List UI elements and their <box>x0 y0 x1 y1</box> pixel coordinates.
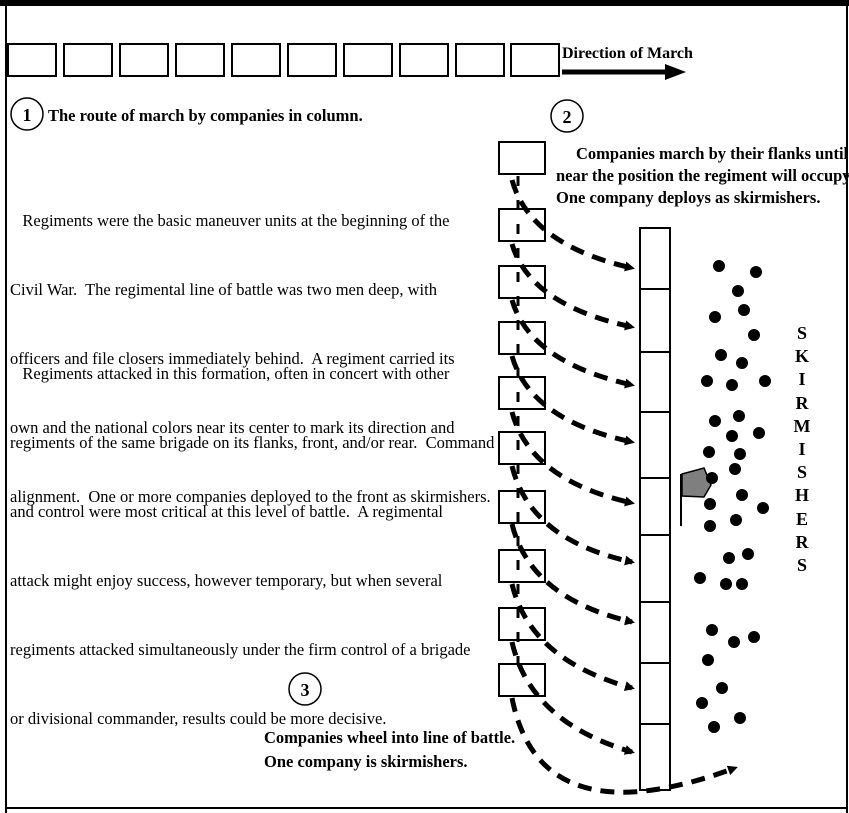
left-border <box>5 0 7 813</box>
skirmishers-letter: E <box>795 508 808 529</box>
step-3-caption-line-1: Companies wheel into line of battle. <box>264 728 516 747</box>
direction-arrow <box>562 64 686 80</box>
skirmishers-letter: K <box>794 346 809 367</box>
paragraph-line: officers and file closers immediately be… <box>10 349 455 368</box>
skirmishers-letter: S <box>796 462 807 483</box>
paragraph-line: regiments of the same brigade on its fla… <box>10 433 495 452</box>
company-box <box>498 208 546 242</box>
company-box <box>498 431 546 465</box>
skirmishers-letter: S <box>796 555 807 576</box>
company-box <box>498 141 546 175</box>
paragraph-line: Regiments were the basic maneuver units … <box>10 211 450 230</box>
paragraph-1: Regiments were the basic maneuver units … <box>10 163 491 554</box>
step-1-number: 1 <box>23 105 32 125</box>
company-box <box>455 43 505 77</box>
paragraph-line: or divisional commander, results could b… <box>10 709 387 728</box>
company-box <box>63 43 113 77</box>
bottom-border <box>5 807 848 809</box>
skirmishers-letter: H <box>794 485 809 506</box>
company-column <box>7 43 560 77</box>
step-2-caption-line-1: Companies march by their flanks until <box>576 144 849 163</box>
flank-column <box>498 141 546 697</box>
skirmishers-letter: M <box>793 415 811 436</box>
company-box <box>231 43 281 77</box>
right-border <box>846 0 848 813</box>
paragraph-line: own and the national colors near its cen… <box>10 418 455 437</box>
company-box <box>7 43 57 77</box>
company-box <box>343 43 393 77</box>
company-box <box>175 43 225 77</box>
paragraph-2: Regiments attacked in this formation, of… <box>10 316 494 776</box>
paragraph-line: Regiments attacked in this formation, of… <box>10 364 450 383</box>
direction-label: Direction of March <box>562 45 693 62</box>
company-box <box>287 43 337 77</box>
paragraph-line: attack might enjoy success, however temp… <box>10 571 443 590</box>
skirmishers-letter: S <box>796 323 807 343</box>
step-2-number: 2 <box>563 107 572 127</box>
company-box <box>510 43 560 77</box>
flag-icon <box>680 467 712 526</box>
step-3-caption-line-2: One company is skirmishers. <box>264 752 468 771</box>
step-2-caption-line-2: near the position the regiment will occu… <box>556 166 849 185</box>
wheel-arrows <box>509 179 738 795</box>
company-box <box>119 43 169 77</box>
step-1-caption: The route of march by companies in colum… <box>48 106 363 125</box>
skirmisher-dots <box>694 260 771 733</box>
skirmishers-label: S K I R M I S H E R S <box>790 322 814 577</box>
company-box <box>498 663 546 697</box>
paragraph-line: alignment. One or more companies deploye… <box>10 487 491 506</box>
top-border <box>0 0 849 6</box>
skirmishers-letter: R <box>795 531 809 552</box>
step-3-number: 3 <box>301 680 310 700</box>
company-box <box>399 43 449 77</box>
paragraph-line: Civil War. The regimental line of battle… <box>10 280 437 299</box>
step-2-circle <box>550 99 584 133</box>
skirmishers-letter: I <box>798 439 806 460</box>
paragraph-line: regiments attacked simultaneously under … <box>10 640 471 659</box>
step-2-caption-line-3: One company deploys as skirmishers. <box>556 188 821 207</box>
skirmishers-letter: R <box>795 392 809 413</box>
paragraph-line: and control were most critical at this l… <box>10 502 443 521</box>
step-3-circle <box>288 672 322 706</box>
skirmishers-letter: I <box>798 369 806 390</box>
step-1-circle <box>10 97 44 131</box>
line-of-battle <box>639 227 671 791</box>
